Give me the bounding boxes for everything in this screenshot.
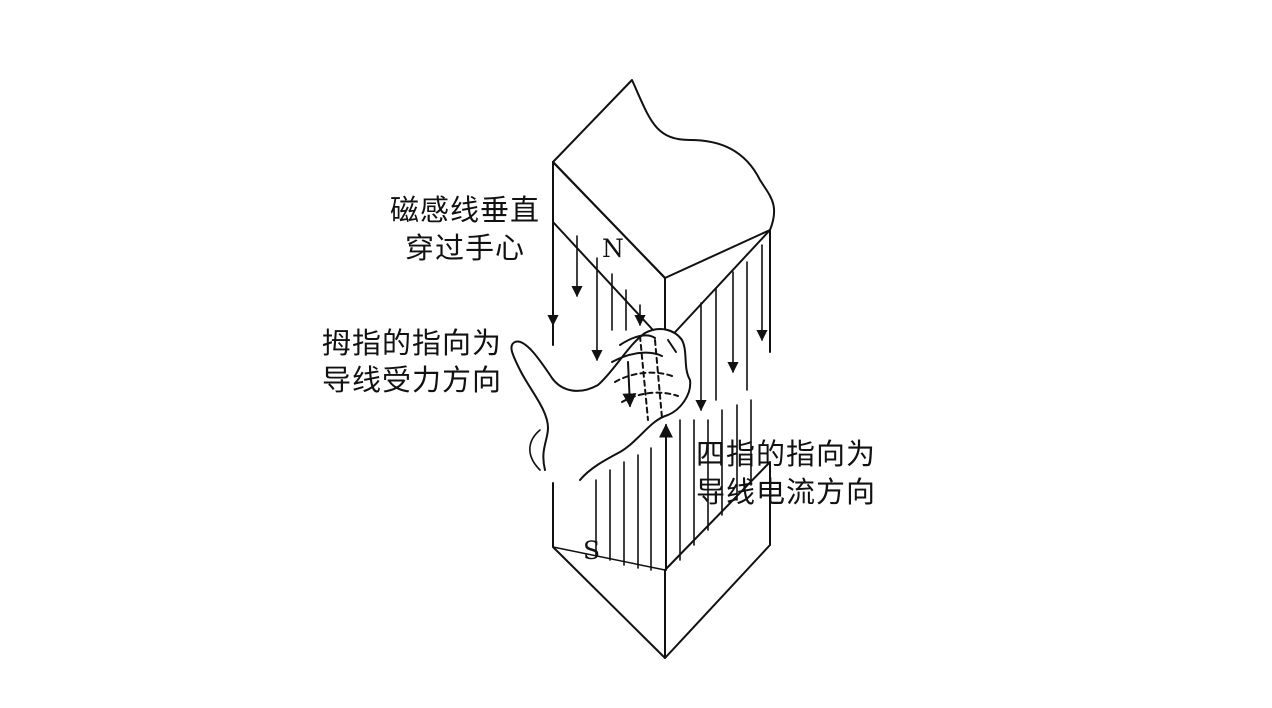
left-hand <box>510 328 692 481</box>
magnetic-field-lines <box>547 209 768 571</box>
field-label-line1: 磁感线垂直 <box>390 193 541 227</box>
fingers-label-line2: 导线电流方向 <box>696 475 877 509</box>
north-pole-label: N <box>602 234 624 263</box>
south-pole-magnet <box>552 461 771 659</box>
thumb-label-line1: 拇指的指向为 <box>322 326 503 360</box>
south-pole-label: S <box>583 536 601 565</box>
thumb-pointer <box>529 429 541 471</box>
field-label-line2: 穿过手心 <box>405 231 526 265</box>
thumb-label-line2: 导线受力方向 <box>322 363 503 397</box>
north-pole-magnet <box>552 79 776 353</box>
fingers-label-line1: 四指的指向为 <box>696 437 877 471</box>
